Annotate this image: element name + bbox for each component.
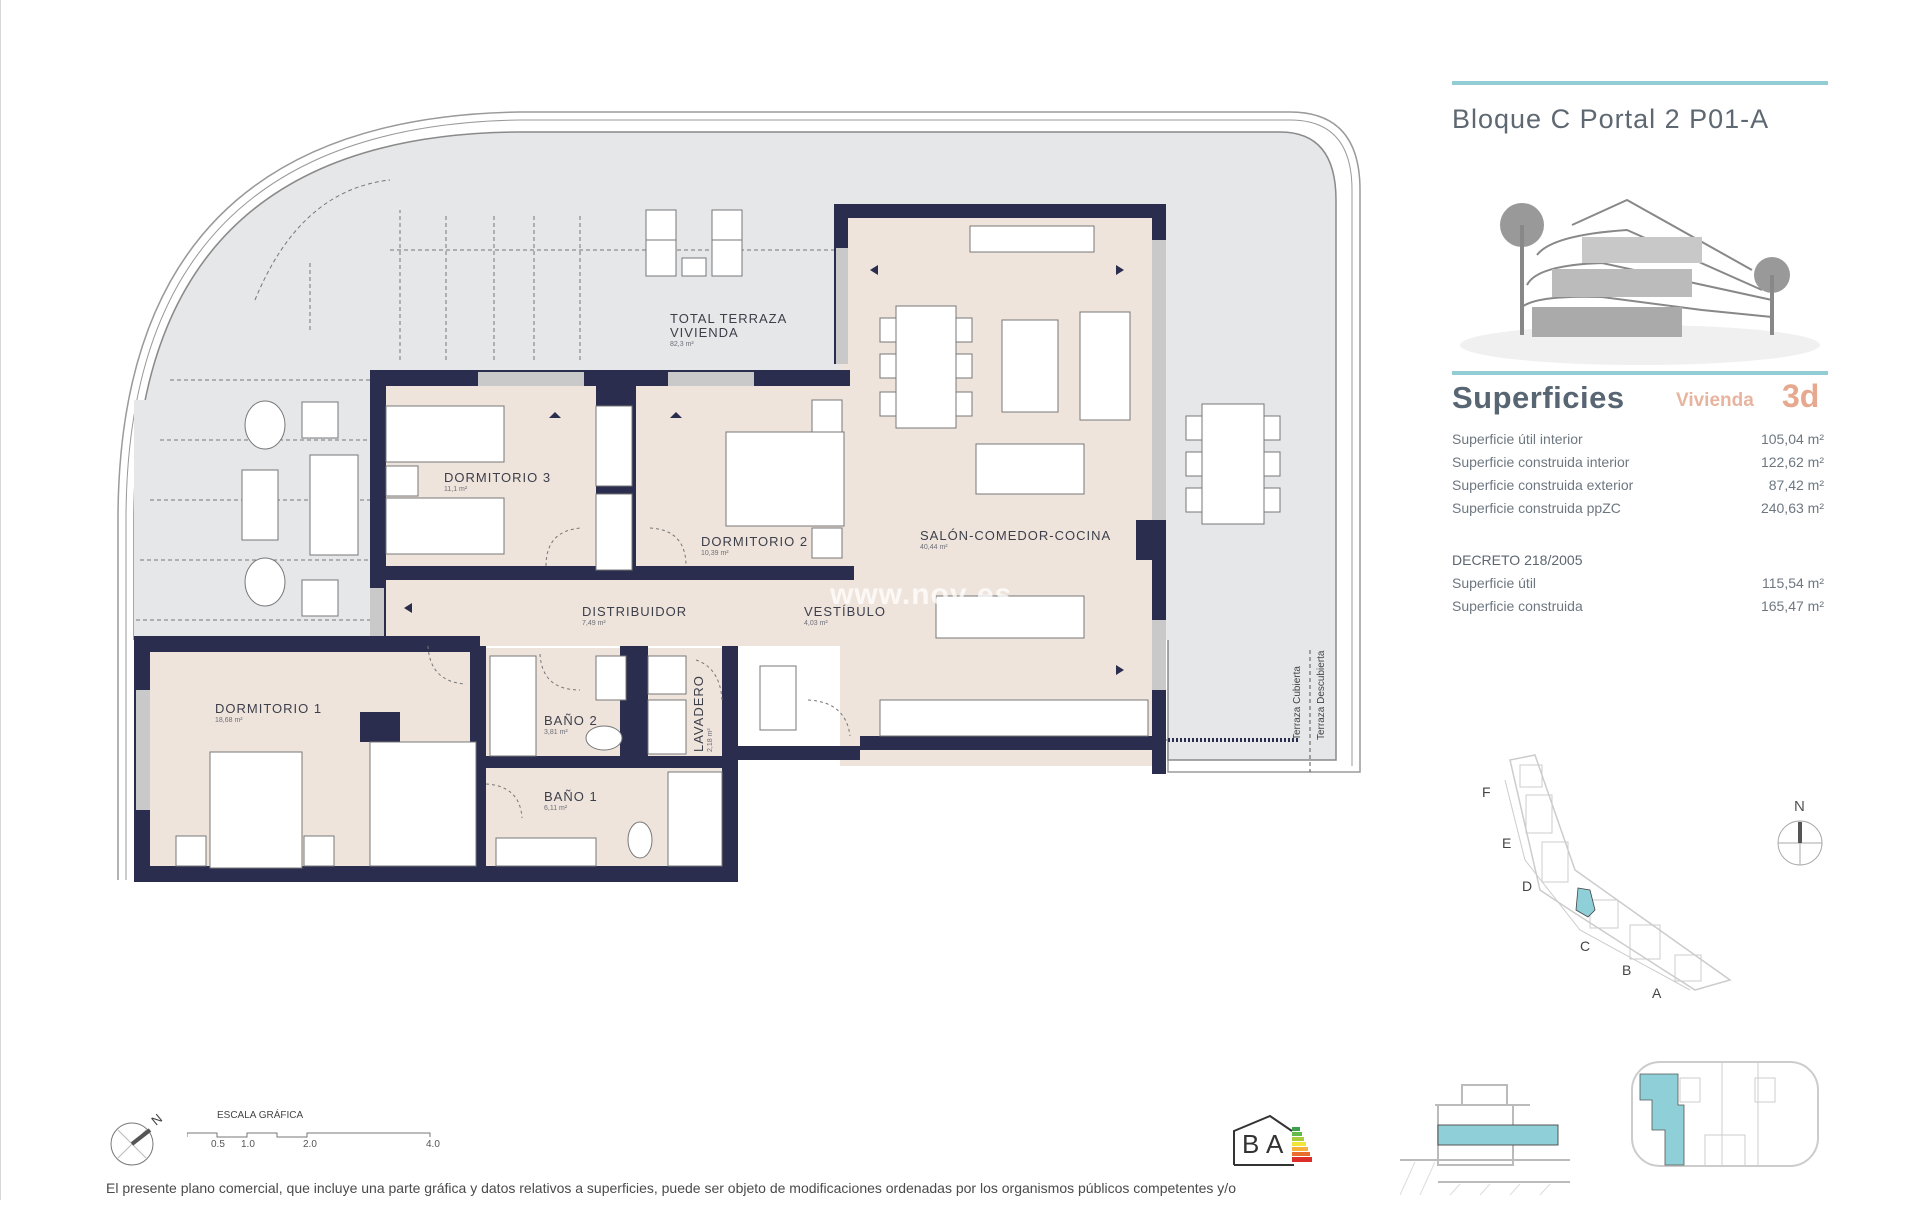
scale-tick: 4.0 bbox=[426, 1139, 440, 1150]
north-compass-icon bbox=[1777, 820, 1823, 871]
page-border-left bbox=[0, 0, 1, 1200]
block-label-c: C bbox=[1580, 938, 1591, 954]
surface-value: 105,04 m² bbox=[1760, 431, 1824, 447]
watermark: www.nov es bbox=[830, 578, 1013, 611]
surface-row: Superficie construida exterior 87,42 m² bbox=[1452, 477, 1824, 493]
block-label-e: E bbox=[1502, 835, 1512, 851]
surface-label: Superficie construida exterior bbox=[1452, 477, 1634, 493]
block-label-d: D bbox=[1522, 878, 1533, 894]
energy-rating-2: A bbox=[1266, 1129, 1284, 1159]
surface-label: Superficie construida ppZC bbox=[1452, 500, 1621, 516]
surface-value: 240,63 m² bbox=[1760, 500, 1824, 516]
decree-value: 115,54 m² bbox=[1762, 575, 1824, 591]
label-terraza-descubierta: Terraza Descubierta bbox=[1316, 650, 1327, 740]
surface-row: Superficie construida ppZC 240,63 m² bbox=[1452, 500, 1824, 516]
surfaces-heading: Superficies bbox=[1452, 380, 1625, 415]
decree-label: Superficie útil bbox=[1452, 575, 1537, 591]
section-diagram bbox=[1399, 1060, 1580, 1205]
block-label-b: B bbox=[1622, 962, 1632, 978]
scale-tick: 0.5 bbox=[211, 1139, 225, 1150]
scale-tick: 1.0 bbox=[241, 1139, 255, 1150]
surface-value: 87,42 m² bbox=[1768, 477, 1824, 493]
scale-tick: 2.0 bbox=[303, 1139, 317, 1150]
surface-label: Superficie construida interior bbox=[1452, 454, 1630, 470]
building-illustration bbox=[1452, 165, 1828, 370]
surface-row: Superficie útil interior 105,04 m² bbox=[1452, 431, 1824, 447]
disclaimer-text: El presente plano comercial, que incluye… bbox=[106, 1180, 1236, 1196]
scale-title: ESCALA GRÁFICA bbox=[217, 1110, 304, 1121]
decree-row: Superficie útil 115,54 m² bbox=[1452, 575, 1824, 591]
label-terraza-cubierta: Terraza Cubierta bbox=[1292, 666, 1303, 740]
north-arrow-icon bbox=[106, 1116, 176, 1171]
decree-label: Superficie construida bbox=[1452, 598, 1583, 614]
decree-value: 165,47 m² bbox=[1760, 598, 1824, 614]
divider-surfaces bbox=[1452, 371, 1828, 375]
building-sketch-icon bbox=[1460, 198, 1820, 365]
block-label-a: A bbox=[1652, 985, 1662, 1001]
block-label-f: F bbox=[1482, 784, 1491, 800]
energy-rating-1: B bbox=[1242, 1129, 1260, 1159]
decree-row: Superficie construida 165,47 m² bbox=[1452, 598, 1824, 614]
floor-plan-drawing bbox=[117, 111, 1361, 882]
site-map-drawing bbox=[1504, 754, 1732, 991]
surface-label: Superficie útil interior bbox=[1452, 431, 1583, 447]
scale-bar bbox=[186, 1130, 437, 1148]
unit-code: 3d bbox=[1782, 378, 1820, 414]
page-title: Bloque C Portal 2 P01-A bbox=[1452, 104, 1770, 134]
surface-value: 122,62 m² bbox=[1760, 454, 1824, 470]
divider-top bbox=[1452, 81, 1828, 85]
decree-title: DECRETO 218/2005 bbox=[1452, 552, 1583, 568]
energy-rating-badge: B A bbox=[1232, 1113, 1322, 1166]
site-map: F E D C B A bbox=[1460, 750, 1750, 1010]
surface-row: Superficie construida interior 122,62 m² bbox=[1452, 454, 1824, 470]
unit-label: Vivienda bbox=[1676, 390, 1754, 411]
north-label: N bbox=[1794, 798, 1805, 815]
key-plan-diagram bbox=[1630, 1060, 1820, 1175]
